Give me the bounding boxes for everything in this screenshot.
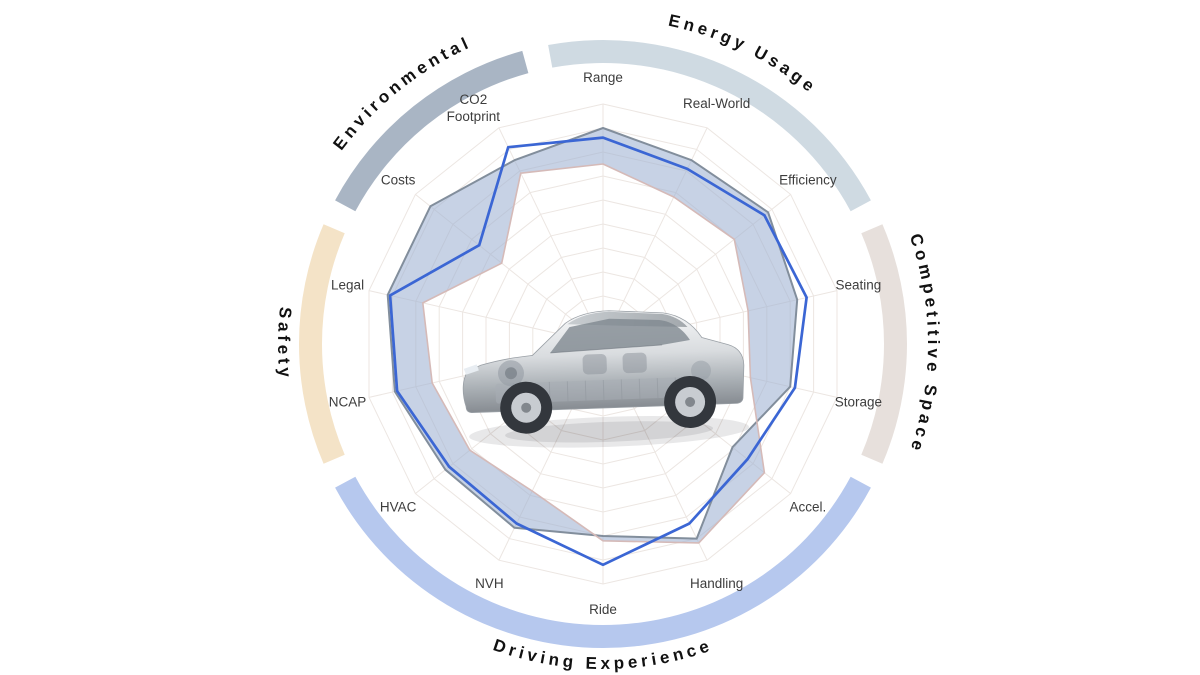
series-rose-edge (422, 163, 766, 544)
axis-label-real-world: Real-World (683, 96, 750, 111)
series-band-fill (387, 128, 798, 543)
category-label-competitive-space: Competitive Space (906, 231, 943, 457)
ring-segment-safety (298, 224, 345, 464)
axis-label-ncap: NCAP (329, 394, 367, 409)
axis-label-ride: Ride (589, 602, 617, 617)
axis-label-storage: Storage (835, 394, 882, 409)
axis-label-handling: Handling (690, 576, 743, 591)
axis-label-costs: Costs (381, 173, 416, 188)
axis-label-hvac: HVAC (380, 499, 417, 514)
ring-segment-driving-experience (335, 476, 871, 649)
axis-label-legal: Legal (331, 278, 364, 293)
series-blue-line (388, 136, 808, 567)
axis-label-efficiency: Efficiency (779, 173, 837, 188)
ring-segment-competitive-space (861, 224, 907, 464)
axis-label-range: Range (583, 70, 623, 85)
axis-label-nvh: NVH (475, 576, 504, 591)
category-label-safety: Safety (274, 306, 295, 382)
axis-label-seating: Seating (836, 278, 882, 293)
ring-segment-energy-usage (548, 40, 871, 212)
axis-label-accel: Accel. (789, 499, 826, 514)
ring-segment-environmental (335, 50, 529, 212)
